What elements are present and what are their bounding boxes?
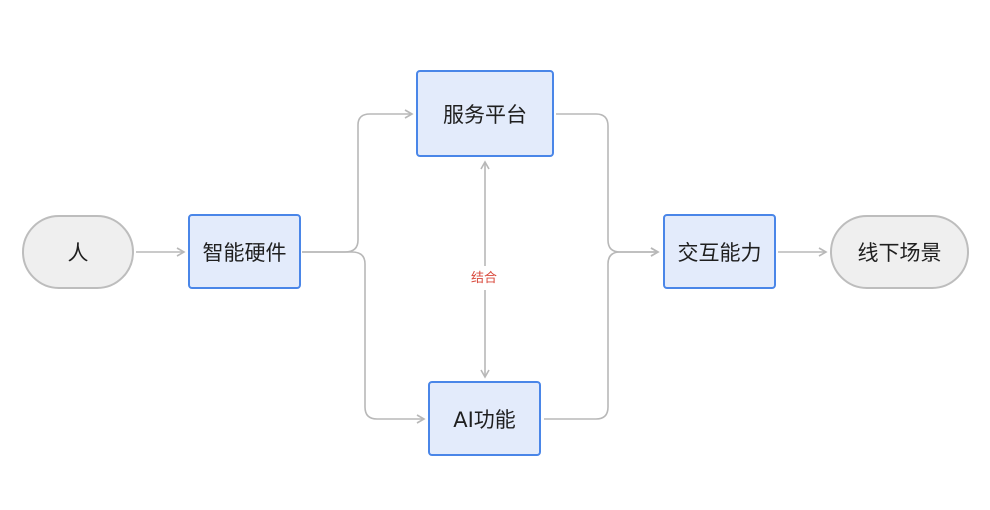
node-service-platform: 服务平台 <box>416 70 554 157</box>
node-person: 人 <box>22 215 134 289</box>
node-offline-scene-label: 线下场景 <box>857 241 942 265</box>
node-interaction: 交互能力 <box>663 214 776 289</box>
node-service-platform-label: 服务平台 <box>443 102 527 127</box>
edge-service-to-interaction <box>556 113 660 257</box>
node-interaction-label: 交互能力 <box>677 240 762 265</box>
edge-hardware-to-service <box>302 109 414 253</box>
edge-label-combine: 结合 <box>468 270 501 288</box>
node-smart-hardware-label: 智能硬件 <box>202 240 287 265</box>
edge-hardware-to-ai <box>302 251 426 424</box>
edge-ai-to-interaction <box>544 247 660 420</box>
node-person-label: 人 <box>67 241 89 265</box>
node-ai-function-label: AI功能 <box>453 407 516 432</box>
node-ai-function: AI功能 <box>428 381 541 456</box>
node-offline-scene: 线下场景 <box>830 215 969 289</box>
node-smart-hardware: 智能硬件 <box>188 214 301 289</box>
